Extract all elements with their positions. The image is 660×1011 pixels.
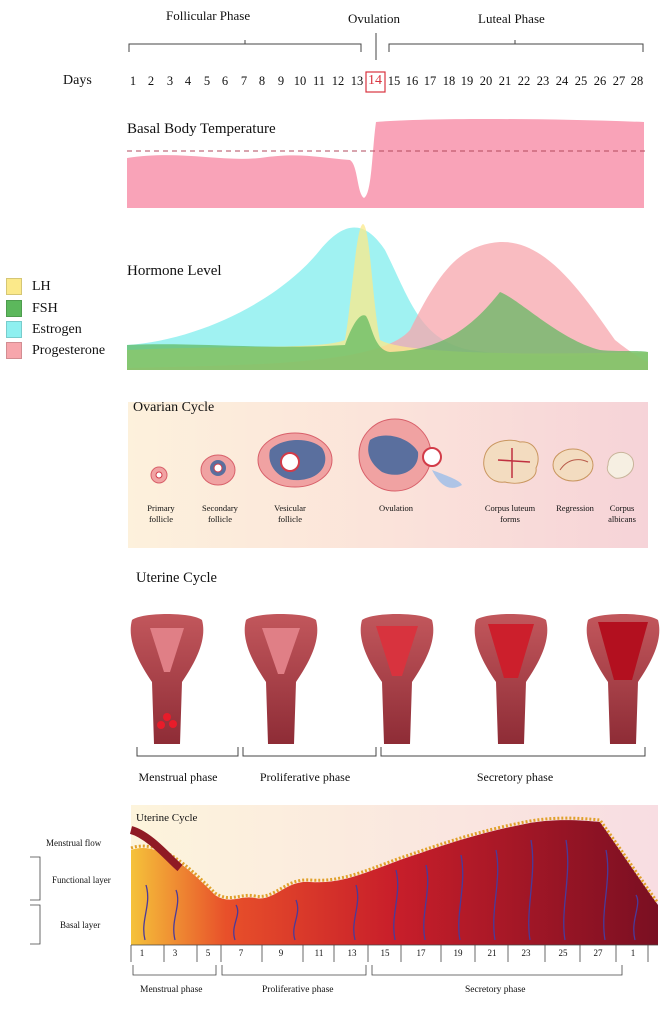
stage-label-ovulation: Ovulation bbox=[379, 503, 413, 513]
day-number-highlight: 14 bbox=[368, 73, 382, 88]
legend-label: Estrogen bbox=[32, 321, 82, 337]
day-number: 18 bbox=[442, 74, 456, 88]
endometrium-title: Uterine Cycle bbox=[136, 812, 198, 824]
days-label: Days bbox=[63, 73, 92, 88]
legend-item-estrogen: Estrogen bbox=[6, 321, 82, 338]
day-number: 17 bbox=[423, 74, 437, 88]
tick-label: 25 bbox=[558, 948, 568, 958]
ovarian-cycle-title: Ovarian Cycle bbox=[133, 400, 215, 415]
legend-item-progesterone: Progesterone bbox=[6, 342, 105, 359]
ovarian-illustrations bbox=[150, 418, 634, 492]
tick-label: 21 bbox=[487, 948, 497, 958]
endometrium-phase-menstrual: Menstrual phase bbox=[140, 985, 203, 995]
day-number: 2 bbox=[147, 74, 155, 88]
legend-item-lh: LH bbox=[6, 278, 51, 295]
luteal-bracket bbox=[388, 43, 644, 52]
legend-label: LH bbox=[32, 278, 51, 294]
day-number: 19 bbox=[460, 74, 474, 88]
legend-label: Progesterone bbox=[32, 342, 106, 358]
day-number: 23 bbox=[536, 74, 550, 88]
tick-label: 3 bbox=[172, 948, 178, 958]
uterine-phase-brackets bbox=[136, 747, 646, 757]
day-number: 22 bbox=[517, 74, 531, 88]
day-14-box bbox=[365, 71, 386, 93]
day-number: 1 bbox=[129, 74, 137, 88]
hormone-title: Hormone Level bbox=[127, 263, 222, 279]
endometrium-tissue bbox=[129, 816, 660, 945]
uterine-phase-proliferative: Proliferative phase bbox=[259, 770, 351, 784]
day-number: 16 bbox=[405, 74, 419, 88]
tick-label: 7 bbox=[238, 948, 244, 958]
endometrium-axis bbox=[30, 856, 658, 976]
tick-label: 17 bbox=[416, 948, 426, 958]
day-number: 21 bbox=[498, 74, 512, 88]
estrogen-curve bbox=[127, 227, 648, 370]
day-number: 11 bbox=[312, 74, 326, 88]
legend-swatch bbox=[6, 321, 22, 338]
legend-item-fsh: FSH bbox=[6, 300, 58, 317]
tick-label: 1 bbox=[630, 948, 636, 958]
uterine-cycle-title: Uterine Cycle bbox=[136, 570, 217, 586]
day-number: 8 bbox=[258, 74, 266, 88]
day-number: 3 bbox=[166, 74, 174, 88]
day-number: 9 bbox=[277, 74, 285, 88]
tick-label: 11 bbox=[314, 948, 324, 958]
tick-label: 1 bbox=[139, 948, 145, 958]
day-number: 5 bbox=[203, 74, 211, 88]
layer-label-basal: Basal layer bbox=[60, 920, 101, 930]
follicular-bracket bbox=[128, 43, 362, 52]
legend-swatch bbox=[6, 300, 22, 317]
day-number: 12 bbox=[331, 74, 345, 88]
tick-label: 5 bbox=[205, 948, 211, 958]
day-number: 25 bbox=[574, 74, 588, 88]
tick-label: 27 bbox=[593, 948, 603, 958]
layer-label-functional: Functional layer bbox=[52, 875, 111, 885]
tick-label: 9 bbox=[278, 948, 284, 958]
uterine-phase-secretory: Secretory phase bbox=[476, 770, 554, 784]
ovulation-label: Ovulation bbox=[348, 11, 400, 26]
fsh-curve bbox=[127, 292, 648, 370]
day-number: 26 bbox=[593, 74, 607, 88]
day-number: 20 bbox=[479, 74, 493, 88]
day-number: 28 bbox=[630, 74, 644, 88]
basal-temp-title: Basal Body Temperature bbox=[127, 121, 276, 137]
uterus-illustrations bbox=[130, 614, 660, 744]
tick-label: 13 bbox=[347, 948, 357, 958]
day-number: 15 bbox=[387, 74, 401, 88]
day-number: 4 bbox=[184, 74, 192, 88]
day-number: 24 bbox=[555, 74, 569, 88]
day-number: 6 bbox=[221, 74, 229, 88]
legend-label: FSH bbox=[32, 300, 58, 316]
endometrium-phase-secretory: Secretory phase bbox=[465, 985, 526, 995]
endometrium-phase-proliferative: Proliferative phase bbox=[262, 985, 334, 995]
tick-label: 23 bbox=[521, 948, 531, 958]
day-number: 13 bbox=[350, 74, 364, 88]
uterine-phase-menstrual: Menstrual phase bbox=[138, 770, 218, 784]
layer-label-menstrual-flow: Menstrual flow bbox=[46, 838, 102, 848]
follicular-phase-label: Follicular Phase bbox=[166, 8, 251, 23]
day-number: 7 bbox=[240, 74, 248, 88]
legend-swatch bbox=[6, 342, 22, 359]
day-number: 27 bbox=[612, 74, 626, 88]
basal-temp-chart bbox=[127, 119, 648, 208]
luteal-phase-label: Luteal Phase bbox=[478, 11, 545, 26]
hormone-chart bbox=[127, 224, 648, 370]
tick-label: 15 bbox=[380, 948, 390, 958]
stage-label-regression: Regression bbox=[556, 503, 594, 513]
day-number: 10 bbox=[293, 74, 307, 88]
tick-label: 19 bbox=[453, 948, 463, 958]
legend-swatch bbox=[6, 278, 22, 295]
phase-brackets bbox=[128, 33, 644, 60]
